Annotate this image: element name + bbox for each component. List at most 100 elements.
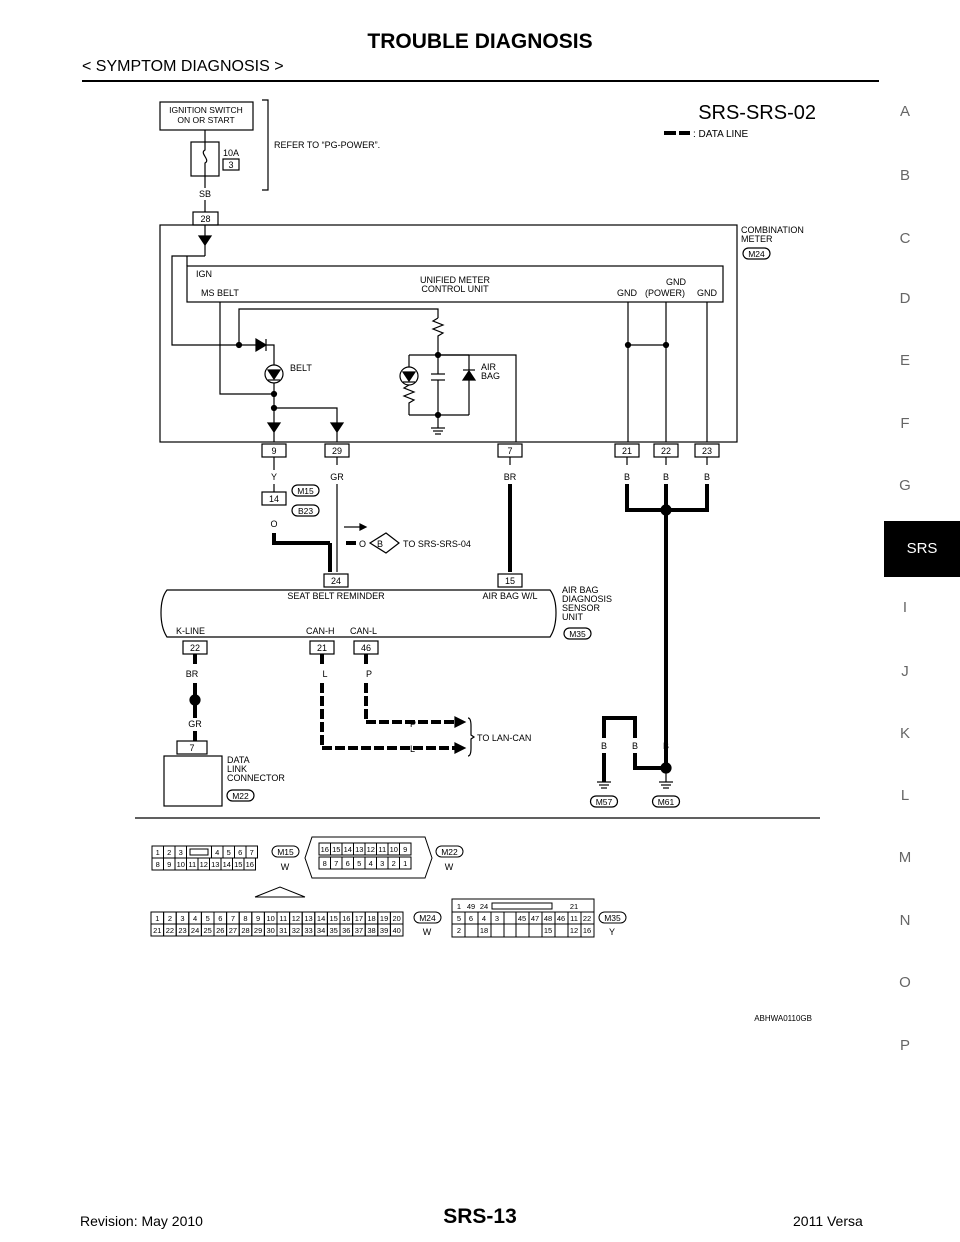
legend-text: : DATA LINE — [693, 129, 749, 140]
index-letter-p: P — [900, 1037, 910, 1054]
meter-terminal-label: 22 — [661, 446, 671, 456]
connector-cell — [399, 856, 412, 870]
connector-tag — [563, 627, 592, 640]
connector-tag — [226, 789, 255, 802]
fuse-number-box — [222, 158, 240, 171]
connector-pin: 39 — [380, 926, 388, 935]
connector-tag — [435, 845, 464, 858]
fuse-rating: 10A — [223, 148, 239, 158]
index-letter-f: F — [900, 415, 909, 432]
sensor-terminal-label: 21 — [317, 643, 327, 653]
connector-faces — [150, 836, 627, 938]
header-rule — [82, 80, 879, 82]
connector-pin: 7 — [334, 859, 338, 868]
srs-tab[interactable]: SRS — [884, 521, 960, 577]
connector-pin: 24 — [191, 926, 199, 935]
wire — [171, 255, 256, 346]
arrow-head — [359, 523, 368, 531]
fuse-number: 3 — [228, 160, 233, 170]
wire-color-label: B — [663, 741, 669, 751]
ignition-switch-label: ON OR START — [177, 115, 234, 125]
index-letter-b: B — [900, 167, 910, 184]
wire-color-label: Y — [271, 472, 277, 482]
connector-pin: 16 — [321, 845, 329, 854]
connector-tag-label: M24 — [419, 913, 436, 923]
connector-key — [254, 886, 306, 898]
connector-pin: 5 — [457, 914, 461, 923]
sensor-unit-label: AIR BAG — [562, 585, 599, 595]
wire-color-label: B — [601, 741, 607, 751]
sensor-unit-label: DIAGNOSIS — [562, 594, 612, 604]
splice-dot — [660, 504, 672, 516]
connector-pin: 5 — [227, 848, 231, 857]
terminal-arrow — [329, 422, 345, 434]
connector-pin: 23 — [178, 926, 186, 935]
connector-pin: 21 — [153, 926, 161, 935]
resistor-icon — [431, 317, 445, 345]
connector-pin: 3 — [380, 859, 384, 868]
connector-pin: 45 — [518, 914, 526, 923]
connector-color: Y — [609, 927, 615, 937]
connector-pin: 15 — [544, 926, 552, 935]
connector-color: W — [445, 862, 454, 872]
ms-belt-label: MS BELT — [201, 288, 239, 298]
airbag-label: BAG — [481, 371, 500, 381]
unified-meter-label: UNIFIED METER — [420, 275, 491, 285]
connector-pin: 16 — [583, 926, 591, 935]
connector-shell — [304, 836, 433, 879]
connector-pin: 16 — [246, 860, 254, 869]
ignition-switch-label: IGNITION SWITCH — [169, 105, 243, 115]
index-letter-a: A — [900, 103, 910, 120]
seat-belt-reminder-label: SEAT BELT REMINDER — [287, 591, 385, 601]
to-srs04-label: TO SRS-SRS-04 — [403, 539, 471, 549]
connector-pin: 4 — [193, 914, 197, 923]
connector-pin: 14 — [344, 845, 352, 854]
arrow-head — [454, 716, 467, 728]
connector-pin: 12 — [292, 914, 300, 923]
wire-color-label: BR — [504, 472, 517, 482]
connector-pin: 22 — [583, 914, 591, 923]
connector-pin: 46 — [557, 914, 565, 923]
index-letter-n: N — [900, 912, 911, 929]
ign-label: IGN — [196, 269, 212, 279]
connector-pin: 8 — [243, 914, 247, 923]
wire-color-label: GR — [330, 472, 344, 482]
connector-pin: 3 — [179, 848, 183, 857]
connector-pin: 31 — [279, 926, 287, 935]
index-letter-j: J — [901, 663, 909, 680]
meter-terminal-label: 9 — [271, 446, 276, 456]
dlc-box — [163, 755, 223, 807]
arrow-head — [454, 742, 467, 754]
sensor-terminal-box — [497, 573, 523, 588]
wire-color-label: B — [663, 472, 669, 482]
gnd-label: GND — [617, 288, 638, 298]
meter-terminal-label: 21 — [622, 446, 632, 456]
data-line — [364, 683, 455, 724]
connector-pin: 35 — [330, 926, 338, 935]
data-line — [320, 683, 455, 750]
connector-pin: 6 — [218, 914, 222, 923]
connector-pin: 7 — [250, 848, 254, 857]
wire-color-label: GR — [188, 719, 202, 729]
connector-pin: 29 — [254, 926, 262, 935]
wire-color-label: L — [322, 669, 327, 679]
unified-meter-box — [186, 265, 724, 303]
connector-pin: 26 — [216, 926, 224, 935]
connector-pin: 18 — [367, 914, 375, 923]
connector-pin: 18 — [480, 926, 488, 935]
sensor-unit-box — [160, 589, 557, 638]
connector-pin: 27 — [229, 926, 237, 935]
wire — [238, 308, 439, 345]
connector-pin: 4 — [215, 848, 219, 857]
airbag-led-diode — [401, 371, 417, 383]
dlc-label: LINK — [227, 764, 247, 774]
wire-color-label: B — [624, 472, 630, 482]
connector-pin: 15 — [330, 914, 338, 923]
connector-tag — [589, 795, 619, 808]
wire-color-label: B — [704, 472, 710, 482]
connector-tag — [742, 247, 771, 260]
connector-pin: 28 — [241, 926, 249, 935]
connector-tag — [598, 911, 627, 924]
connector-pin: 49 — [467, 902, 475, 911]
index-letter-o: O — [899, 974, 911, 991]
